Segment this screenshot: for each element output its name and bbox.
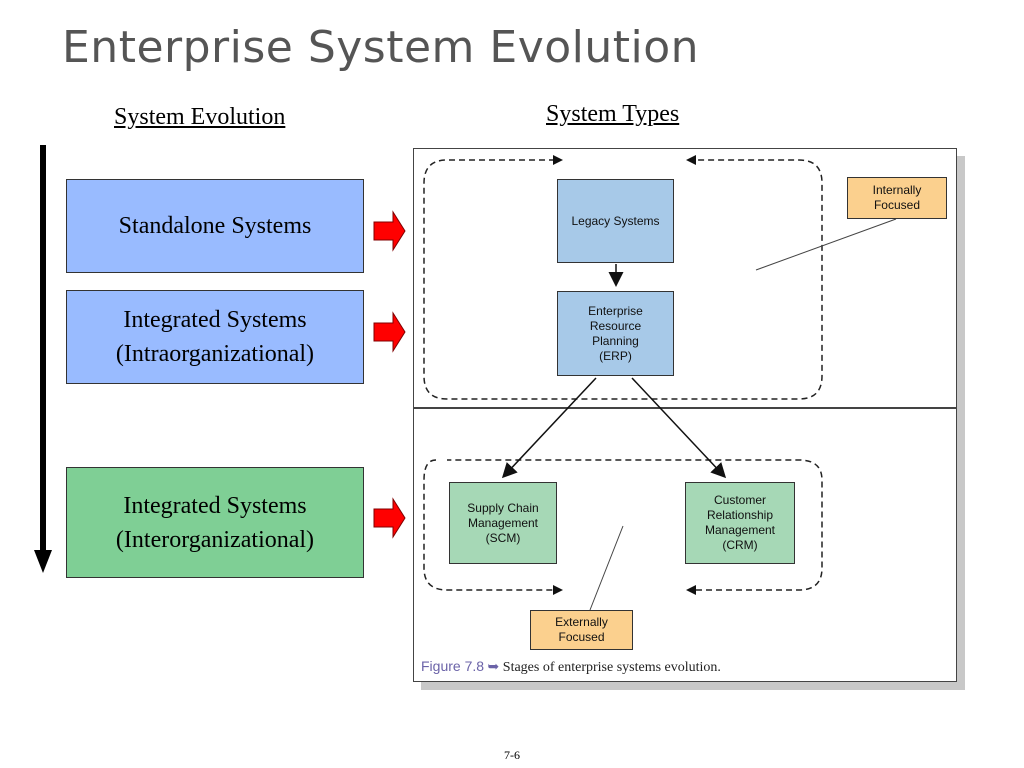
system-types-heading: System Types xyxy=(546,101,680,127)
internally-focused-label: Internally Focused xyxy=(847,177,947,219)
integrated-intraorganizational-box: Integrated Systems (Intraorganizational) xyxy=(66,290,364,384)
scm-box: Supply Chain Management (SCM) xyxy=(449,482,557,564)
evolution-down-arrow-icon xyxy=(34,145,52,573)
caption-text: Stages of enterprise systems evolution. xyxy=(502,660,721,675)
red-arrow-icon xyxy=(373,210,406,252)
slide-title: Enterprise System Evolution xyxy=(62,22,700,73)
figure-number: Figure 7.8 xyxy=(421,658,485,674)
standalone-systems-box: Standalone Systems xyxy=(66,179,364,273)
crm-box: Customer Relationship Management (CRM) xyxy=(685,482,795,564)
erp-box: Enterprise Resource Planning (ERP) xyxy=(557,291,674,376)
caption-arrow-icon: ➥ xyxy=(487,660,500,675)
externally-focused-label: Externally Focused xyxy=(530,610,633,650)
red-arrow-icon xyxy=(373,497,406,539)
figure-caption: Figure 7.8 ➥ Stages of enterprise system… xyxy=(421,658,721,676)
integrated-interorganizational-box: Integrated Systems (Interorganizational) xyxy=(66,467,364,578)
red-arrow-icon xyxy=(373,311,406,353)
system-evolution-heading: System Evolution xyxy=(114,104,286,130)
page-number: 7-6 xyxy=(504,748,520,762)
legacy-systems-box: Legacy Systems xyxy=(557,179,674,263)
